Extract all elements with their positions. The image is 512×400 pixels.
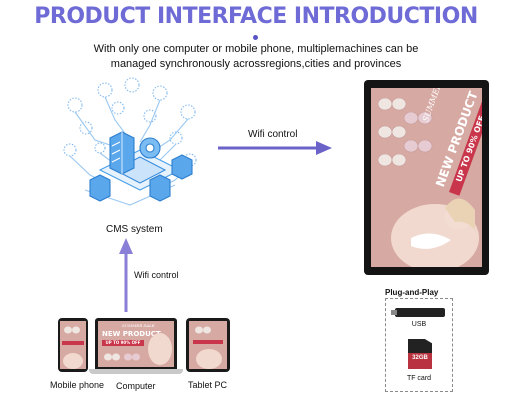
network-graphic [63, 77, 197, 206]
cloud-icons [63, 77, 197, 167]
usb-icon [395, 308, 445, 317]
wifi-up-label: Wifi control [134, 270, 179, 280]
mobile-phone-device [58, 318, 88, 372]
title-dot [253, 35, 258, 40]
tf-capacity: 32GB [412, 355, 428, 361]
bra-products [377, 97, 433, 167]
model-photo [391, 198, 479, 267]
wifi-arrow-up [119, 238, 133, 312]
laptop-base [89, 369, 183, 374]
page-title: PRODUCT INTERFACE INTRODUCTION [34, 4, 478, 29]
computer-label: Computer [116, 381, 156, 391]
laptop-device: SUMMER SALE NEW PRODUCT UP TO 90% OFF [95, 318, 177, 370]
tablet-label: Tablet PC [188, 380, 228, 390]
tf-card-icon: 32GB [408, 339, 432, 369]
tablet-device [186, 318, 230, 372]
laptop-artwork [104, 333, 172, 365]
large-display: SUMMER SALE NEW PRODUCT UP TO 90% OFF [364, 80, 489, 275]
database-icon [89, 154, 193, 202]
tablet-screen [189, 321, 227, 369]
cms-label: CMS system [106, 224, 163, 235]
subtitle-line-1: With only one computer or mobile phone, … [93, 43, 419, 55]
display-screen: SUMMER SALE NEW PRODUCT UP TO 90% OFF [371, 88, 482, 267]
display-artwork [377, 97, 479, 267]
usb-label: USB [411, 321, 427, 328]
subtitle-line-2: managed synchronously acrossregions,citi… [110, 58, 402, 70]
plug-and-play-box: USB 32GB TF card [385, 298, 453, 392]
laptop-screen: SUMMER SALE NEW PRODUCT UP TO 90% OFF [98, 321, 174, 367]
laptop-script-text: SUMMER SALE [122, 323, 155, 328]
tf-card-label: TF card [406, 375, 432, 382]
server-icon [109, 131, 135, 175]
phone-artwork [62, 326, 84, 369]
tablet-artwork [193, 326, 223, 369]
laptop-headline: NEW PRODUCT [102, 330, 161, 338]
laptop-offer: UP TO 90% OFF [102, 340, 144, 346]
usb-connector-icon [391, 310, 397, 315]
plug-and-play-title: Plug-and-Play [385, 288, 439, 297]
wifi-arrow-right [218, 141, 332, 155]
wifi-right-label: Wifi control [248, 129, 298, 140]
phone-screen [60, 321, 86, 369]
phone-label: Mobile phone [50, 380, 105, 390]
gear-icon [139, 137, 161, 159]
